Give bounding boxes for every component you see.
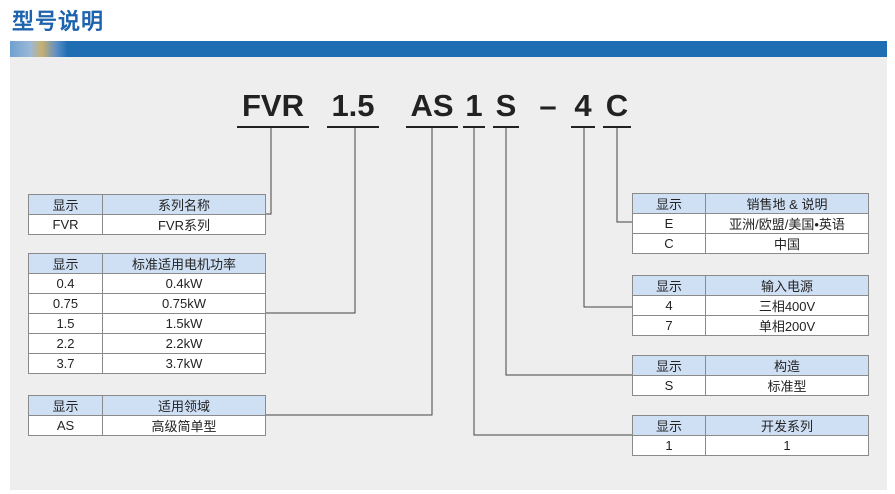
region-header-display: 显示 [632,193,706,214]
underline-structure [493,126,519,128]
table-cell: 标准型 [705,375,869,396]
table-cell: 2.2 [28,333,103,354]
underline-dev-series [463,126,485,128]
code-part-dash: – [539,88,557,123]
series-header-display: 显示 [28,194,103,215]
power-header-display: 显示 [28,253,103,274]
input-power-header-display: 显示 [632,275,706,296]
code-part-series: FVR [242,88,304,123]
underline-input-power [571,126,595,128]
underline-series [237,126,309,128]
table-cell: 单相200V [705,315,869,336]
table-cell: 0.4kW [102,273,266,294]
table-cell: 三相400V [705,295,869,316]
code-part-dev-series: 1 [465,88,483,123]
table-cell: 3.7kW [102,353,266,374]
input-power-header-name: 输入电源 [705,275,869,296]
title-bar [10,41,887,57]
table-cell: FVR [28,214,103,235]
underline-power [327,126,379,128]
power-header-name: 标准适用电机功率 [102,253,266,274]
title-bar-decoration [10,41,68,57]
table-cell: 1 [705,435,869,456]
code-part-input-power: 4 [574,88,592,123]
table-cell: FVR系列 [102,214,266,235]
dev-series-header-display: 显示 [632,415,706,436]
table-cell: 7 [632,315,706,336]
dev-series-header-name: 开发系列 [705,415,869,436]
table-cell: 3.7 [28,353,103,374]
code-part-power: 1.5 [331,88,375,123]
table-cell: 中国 [705,233,869,254]
field-header-name: 适用领域 [102,395,266,416]
field-header-display: 显示 [28,395,103,416]
structure-header-name: 构造 [705,355,869,376]
underline-field [406,126,458,128]
table-cell: E [632,213,706,234]
code-part-field: AS [410,88,454,123]
underline-region [603,126,631,128]
structure-header-display: 显示 [632,355,706,376]
table-cell: 1.5 [28,313,103,334]
table-cell: 2.2kW [102,333,266,354]
table-cell: 高级简单型 [102,415,266,436]
table-cell: 亚洲/欧盟/美国•英语 [705,213,869,234]
page-title: 型号说明 [12,10,105,35]
series-header-name: 系列名称 [102,194,266,215]
table-cell: S [632,375,706,396]
table-cell: 0.75kW [102,293,266,314]
table-cell: 0.75 [28,293,103,314]
code-part-structure: S [495,88,517,123]
table-cell: 4 [632,295,706,316]
table-cell: C [632,233,706,254]
table-cell: AS [28,415,103,436]
table-cell: 1 [632,435,706,456]
table-cell: 0.4 [28,273,103,294]
region-header-name: 销售地 & 说明 [705,193,869,214]
code-part-region: C [605,88,629,123]
table-cell: 1.5kW [102,313,266,334]
